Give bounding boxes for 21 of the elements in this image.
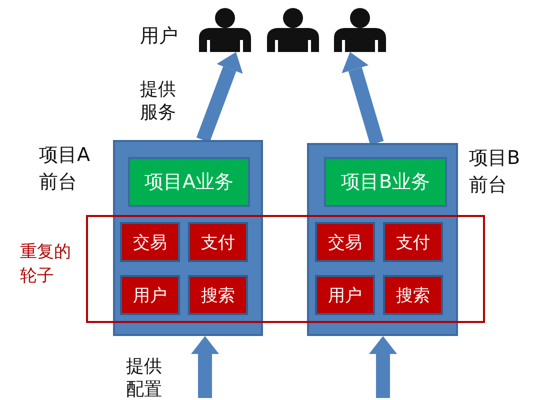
block-arrow [191, 336, 219, 398]
heading-text: 项目B前台 [469, 146, 521, 198]
module-box: 支付 [188, 222, 248, 262]
person-icon [265, 8, 321, 52]
business-box: 项目B业务 [324, 157, 447, 207]
users-label: 用户 [140, 24, 178, 49]
block-arrow [369, 336, 397, 398]
heading-text: 重复的轮子 [20, 241, 72, 288]
block-arrow [196, 52, 243, 142]
business-box: 项目A业务 [128, 157, 250, 207]
module-box: 支付 [383, 222, 443, 262]
module-box: 交易 [120, 222, 180, 262]
heading-text: 项目A前台 [39, 143, 91, 195]
module-box: 交易 [315, 222, 375, 262]
module-box: 用户 [120, 275, 180, 315]
person-icon [197, 8, 253, 52]
module-box: 搜索 [383, 275, 443, 315]
person-icon [332, 8, 388, 52]
block-arrow [342, 52, 384, 145]
module-box: 搜索 [188, 275, 248, 315]
module-box: 用户 [315, 275, 375, 315]
